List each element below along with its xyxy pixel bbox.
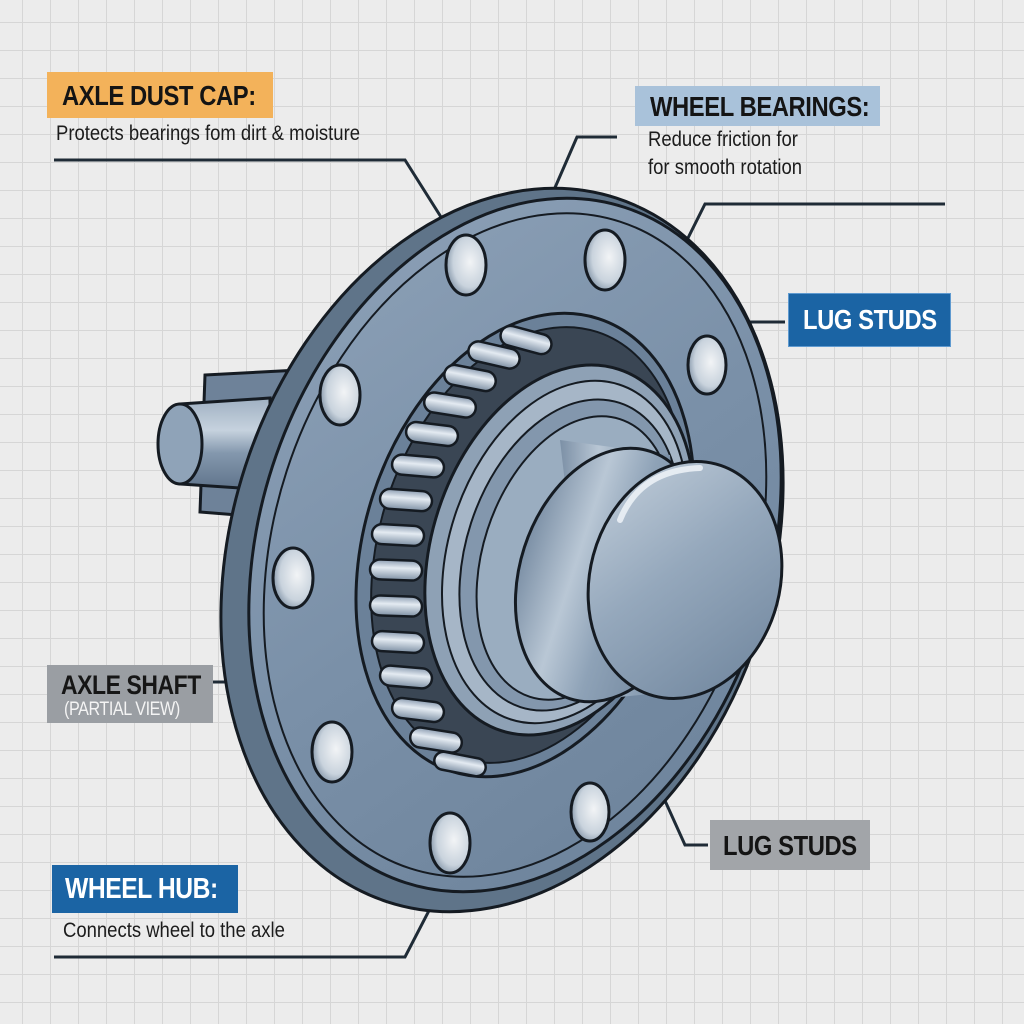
axle-shaft-tag: AXLE SHAFT (PARTIAL VIEW) [47, 665, 213, 723]
wheel-bearings-title: WHEEL BEARINGS: [650, 91, 870, 122]
axle-dust-cap-title: AXLE DUST CAP: [62, 80, 256, 111]
lug-studs-bottom-title: LUG STUDS [723, 830, 857, 861]
wheel-hub-tag: WHEEL HUB: [52, 865, 238, 913]
wheel-bearings-description-line1: Reduce friction for [648, 128, 798, 151]
axle-shaft-title: AXLE SHAFT [61, 670, 201, 700]
axle-dust-cap-tag: AXLE DUST CAP: [47, 72, 273, 118]
wheel-hub-title: WHEEL HUB: [65, 873, 218, 905]
wheel-hub-description: Connects wheel to the axle [63, 919, 285, 942]
axle-dust-cap-description: Protects bearings fom dirt & moisture [56, 122, 361, 145]
roller-bearings [368, 324, 553, 778]
wheel-bearings-description-line2: for smooth rotation [648, 156, 803, 179]
axle-shaft-subtitle: (PARTIAL VIEW) [64, 699, 180, 720]
leader-wheel-bearings-2 [670, 202, 945, 271]
axle-dust-cap [513, 440, 784, 704]
lug-studs-top-title: LUG STUDS [803, 304, 937, 335]
wheel-bearings-tag: WHEEL BEARINGS: [635, 86, 880, 126]
lug-studs-top-tag: LUG STUDS [788, 293, 951, 347]
lug-studs-bottom-tag: LUG STUDS [710, 820, 870, 870]
bolt-holes [271, 228, 728, 875]
